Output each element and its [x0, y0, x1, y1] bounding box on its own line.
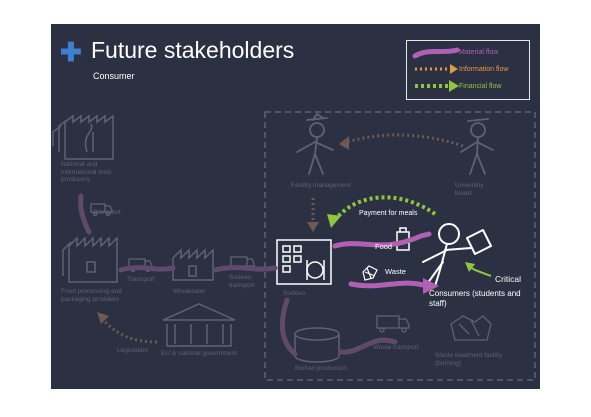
- material-flow-processing-to-wholesaler: [118, 265, 176, 273]
- label-payment: Payment for meals: [359, 210, 418, 217]
- label-food: Food: [375, 242, 393, 251]
- label-legislation: Legislation: [117, 347, 149, 354]
- label-food-processing: Food processing and packaging providers: [61, 288, 122, 303]
- label-government: EU & national government: [161, 350, 237, 357]
- legend: Material flow Information flow Financial…: [406, 40, 530, 100]
- truck-icon-1: [90, 203, 113, 217]
- label-sodexo-transport: Sodexo transport: [229, 274, 255, 289]
- material-flow-waste-head: [423, 278, 439, 294]
- page-title: Future stakeholders: [91, 37, 295, 63]
- material-flow-wholesaler-to-sodexo: [212, 265, 278, 273]
- financial-flow-payment: [333, 195, 437, 222]
- person-icon-consumer: [422, 223, 492, 287]
- plus-icon: ✚: [60, 37, 82, 67]
- label-wholesaler: Wholesaler: [173, 288, 206, 295]
- factory-icon-producers: [52, 114, 114, 160]
- label-transport-1: Transport: [93, 209, 121, 216]
- info-flow-university-to-facility: [346, 133, 464, 148]
- label-waste-transport: Waste transport: [373, 344, 419, 351]
- info-flow-legislation: [101, 318, 158, 344]
- financial-flow-head: [327, 214, 341, 228]
- label-critical: Critical: [495, 274, 521, 284]
- waste-icon: [362, 265, 378, 281]
- biofuel-tank-icon: [294, 327, 340, 363]
- legend-material: Material flow: [459, 49, 499, 56]
- page-subtitle: Consumer: [93, 71, 135, 81]
- label-consumers: Consumers (students and staff): [429, 289, 521, 308]
- info-flow-head-1: [339, 136, 349, 150]
- truck-icon-waste: [376, 315, 410, 333]
- critical-arrow-head: [465, 262, 475, 272]
- government-building-icon: [162, 303, 236, 347]
- factory-icon-wholesaler: [172, 248, 214, 281]
- label-food-producers: National and international food producer…: [61, 161, 111, 183]
- label-waste-treatment: Waste treatment facility (burning): [435, 352, 503, 367]
- person-icon-university: [460, 118, 494, 175]
- material-flow-food: [332, 231, 432, 249]
- info-flow-head-3: [97, 312, 109, 324]
- focus-boundary: [264, 111, 536, 381]
- legend-information: Information flow: [459, 66, 509, 73]
- label-facility: Facility management: [291, 182, 351, 189]
- material-flow-waste: [348, 280, 430, 289]
- legend-financial: Financial flow: [459, 83, 502, 90]
- label-waste: Waste: [385, 267, 406, 276]
- material-flow-producers-to-processing: [78, 193, 92, 235]
- material-flow-biofuel-to-waste: [338, 337, 398, 355]
- waste-facility-icon: [450, 315, 492, 341]
- factory-icon-processing: [62, 236, 118, 283]
- info-flow-head-2: [307, 222, 319, 232]
- person-icon-facility: [296, 112, 334, 175]
- label-university: University board: [455, 182, 484, 197]
- material-flow-sodexo-to-biofuel: [279, 297, 298, 357]
- diagram-canvas: [52, 111, 536, 381]
- financial-flow-legend-icon: [415, 80, 459, 92]
- label-sodexo: Sodexo: [283, 290, 306, 297]
- slide: ✚ Future stakeholders Consumer Material …: [51, 24, 540, 389]
- information-flow-legend-icon: [415, 64, 458, 74]
- canteen-icon: [276, 239, 332, 285]
- label-transport-2: Transport: [127, 276, 155, 283]
- material-flow-legend-icon: [412, 47, 460, 59]
- label-biofuel: Biofuel production: [295, 365, 348, 372]
